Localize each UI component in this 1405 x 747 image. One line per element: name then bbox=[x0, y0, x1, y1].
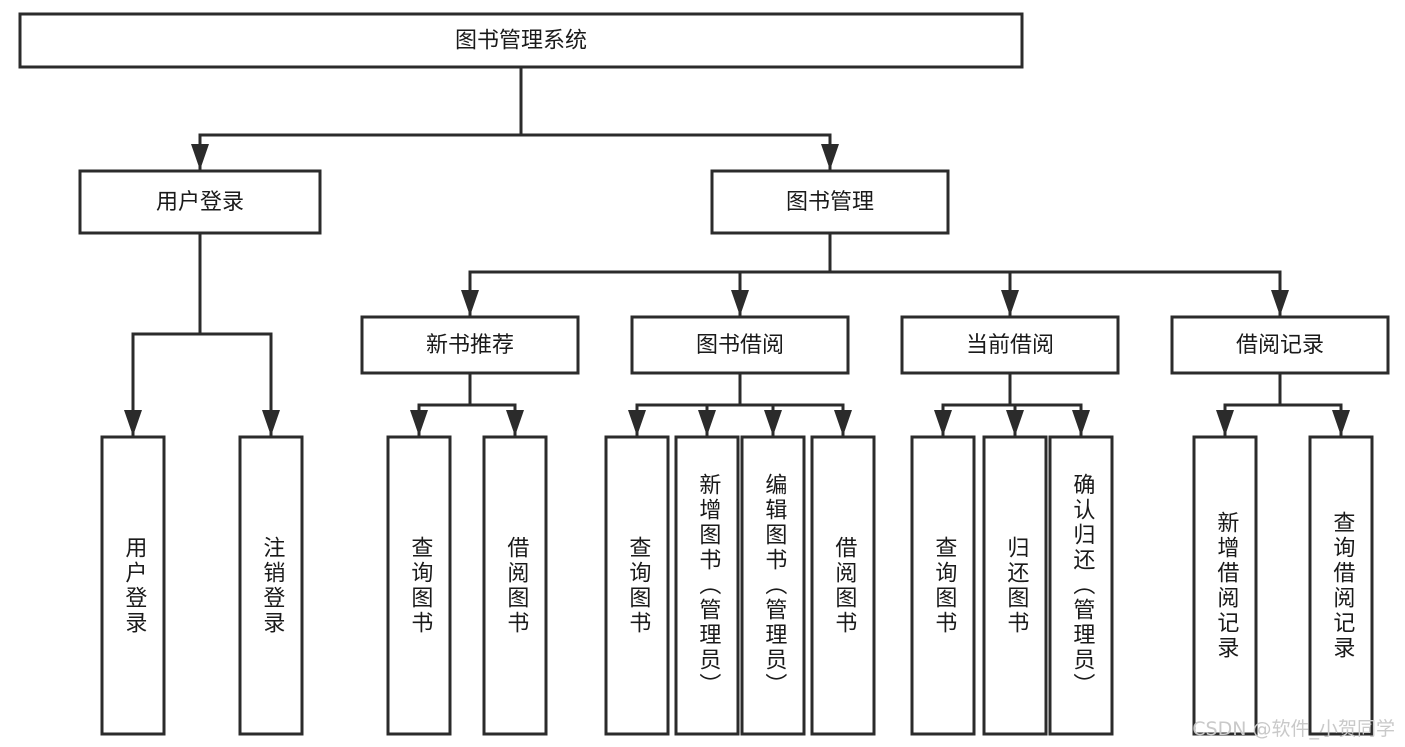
arrow-head-icon bbox=[731, 290, 749, 316]
node-box-cur-return-book[interactable] bbox=[982, 435, 1048, 736]
node-box-user-login[interactable] bbox=[78, 169, 322, 235]
arrow-head-icon bbox=[191, 144, 209, 170]
node-box-new-book-recommend[interactable] bbox=[360, 315, 580, 375]
node-box-root[interactable] bbox=[18, 12, 1024, 69]
node-box-borrow-edit-book[interactable] bbox=[740, 435, 806, 736]
boxes-layer bbox=[18, 12, 1390, 736]
arrow-head-icon bbox=[262, 410, 280, 436]
node-box-borrow-record[interactable] bbox=[1170, 315, 1390, 375]
arrow-head-icon bbox=[821, 144, 839, 170]
connectors-layer bbox=[124, 65, 1350, 437]
arrow-head-icon bbox=[1006, 410, 1024, 436]
node-label-borrow-record: 借阅记录 bbox=[1236, 333, 1324, 358]
arrow-head-icon bbox=[1001, 290, 1019, 316]
arrow-head-icon bbox=[1332, 410, 1350, 436]
node-box-rec-add-record[interactable] bbox=[1192, 435, 1258, 736]
node-box-borrow-add-book[interactable] bbox=[674, 435, 740, 736]
node-box-book-manage[interactable] bbox=[710, 169, 950, 235]
node-box-borrow-query-book[interactable] bbox=[604, 435, 670, 736]
node-label-book-borrow: 图书借阅 bbox=[696, 333, 784, 358]
node-box-rec-borrow-book[interactable] bbox=[482, 435, 548, 736]
arrow-head-icon bbox=[410, 410, 428, 436]
arrow-head-icon bbox=[698, 410, 716, 436]
arrow-head-icon bbox=[1216, 410, 1234, 436]
arrow-head-icon bbox=[124, 410, 142, 436]
node-label-user-login: 用户登录 bbox=[156, 190, 244, 215]
node-box-cur-query-book[interactable] bbox=[910, 435, 976, 736]
node-box-rec-query-record[interactable] bbox=[1308, 435, 1374, 736]
node-box-cur-confirm-return[interactable] bbox=[1048, 435, 1114, 736]
arrow-head-icon bbox=[834, 410, 852, 436]
arrow-head-icon bbox=[1072, 410, 1090, 436]
node-box-rec-query-book[interactable] bbox=[386, 435, 452, 736]
arrow-head-icon bbox=[764, 410, 782, 436]
arrow-head-icon bbox=[506, 410, 524, 436]
node-box-book-borrow[interactable] bbox=[630, 315, 850, 375]
node-label-book-manage: 图书管理 bbox=[786, 190, 874, 215]
node-label-new-book-recommend: 新书推荐 bbox=[426, 333, 514, 358]
arrow-head-icon bbox=[628, 410, 646, 436]
node-box-borrow-do-borrow[interactable] bbox=[810, 435, 876, 736]
node-label-current-borrow: 当前借阅 bbox=[966, 333, 1054, 358]
node-label-root: 图书管理系统 bbox=[455, 29, 587, 54]
arrow-head-icon bbox=[934, 410, 952, 436]
arrow-head-icon bbox=[1271, 290, 1289, 316]
node-box-user-logout[interactable] bbox=[238, 435, 304, 736]
node-box-user-login-do[interactable] bbox=[100, 435, 166, 736]
node-box-current-borrow[interactable] bbox=[900, 315, 1120, 375]
arrow-head-icon bbox=[461, 290, 479, 316]
